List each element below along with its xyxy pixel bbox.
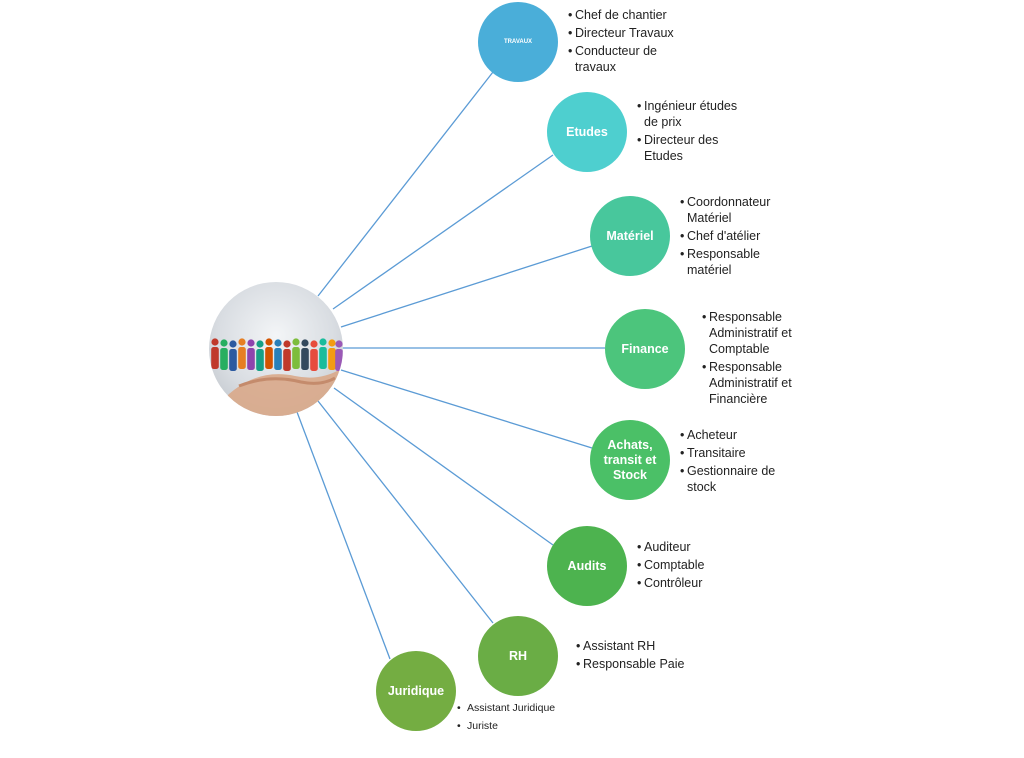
connector-audits: [333, 387, 554, 546]
node-etudes[interactable]: Etudes: [547, 92, 627, 172]
role-item: Chef de chantier: [566, 7, 691, 23]
role-item: Chef d'atélier: [678, 228, 790, 244]
role-item: Ingénieur études de prix: [635, 98, 753, 130]
hub-people-image: [209, 282, 343, 416]
node-achats[interactable]: Achats, transit et Stock: [590, 420, 670, 500]
role-item: Comptable: [635, 557, 745, 573]
roles-rh: Assistant RH Responsable Paie: [574, 638, 704, 674]
node-materiel[interactable]: Matériel: [590, 196, 670, 276]
role-item: Auditeur: [635, 539, 745, 555]
role-item: Contrôleur: [635, 575, 745, 591]
roles-materiel: Coordonnateur Matériel Chef d'atélier Re…: [678, 194, 790, 280]
role-item: Juriste: [457, 720, 582, 733]
roles-travaux: Chef de chantier Directeur Travaux Condu…: [566, 7, 691, 77]
role-item: Directeur des Etudes: [635, 132, 753, 164]
connector-achats: [340, 369, 593, 449]
node-travaux[interactable]: TRAVAUX: [478, 2, 558, 82]
node-travaux-label: TRAVAUX: [503, 38, 533, 45]
role-item: Responsable Administratif et Comptable: [700, 309, 808, 357]
node-audits-label: Audits: [567, 558, 607, 573]
node-achats-label: Achats, transit et Stock: [603, 437, 657, 482]
node-rh-label: RH: [508, 648, 528, 663]
people-in-hand-icon: [209, 338, 343, 416]
role-item: Coordonnateur Matériel: [678, 194, 790, 226]
role-item: Directeur Travaux: [566, 25, 691, 41]
connector-materiel: [340, 245, 593, 328]
connector-juridique: [296, 411, 391, 660]
role-item: Responsable matériel: [678, 246, 790, 278]
node-rh[interactable]: RH: [478, 616, 558, 696]
roles-juridique: Assistant Juridique Juriste: [457, 702, 582, 738]
role-item: Assistant Juridique: [457, 702, 582, 715]
roles-etudes: Ingénieur études de prix Directeur des E…: [635, 98, 753, 166]
roles-audits: Auditeur Comptable Contrôleur: [635, 539, 745, 593]
connector-travaux: [317, 71, 494, 297]
roles-achats: Acheteur Transitaire Gestionnaire de sto…: [678, 427, 790, 497]
role-item: Conducteur de travaux: [566, 43, 691, 75]
node-finance-label: Finance: [621, 341, 669, 356]
node-juridique[interactable]: Juridique: [376, 651, 456, 731]
node-materiel-label: Matériel: [606, 228, 654, 243]
connector-etudes: [332, 154, 554, 310]
node-juridique-label: Juridique: [387, 683, 445, 698]
roles-finance: Responsable Administratif et Comptable R…: [700, 309, 808, 409]
role-item: Responsable Administratif et Financière: [700, 359, 808, 407]
node-etudes-label: Etudes: [566, 124, 608, 139]
role-item: Assistant RH: [574, 638, 704, 654]
role-item: Responsable Paie: [574, 656, 704, 672]
connector-rh: [317, 400, 494, 624]
node-finance[interactable]: Finance: [605, 309, 685, 389]
node-audits[interactable]: Audits: [547, 526, 627, 606]
role-item: Transitaire: [678, 445, 790, 461]
role-item: Gestionnaire de stock: [678, 463, 790, 495]
role-item: Acheteur: [678, 427, 790, 443]
